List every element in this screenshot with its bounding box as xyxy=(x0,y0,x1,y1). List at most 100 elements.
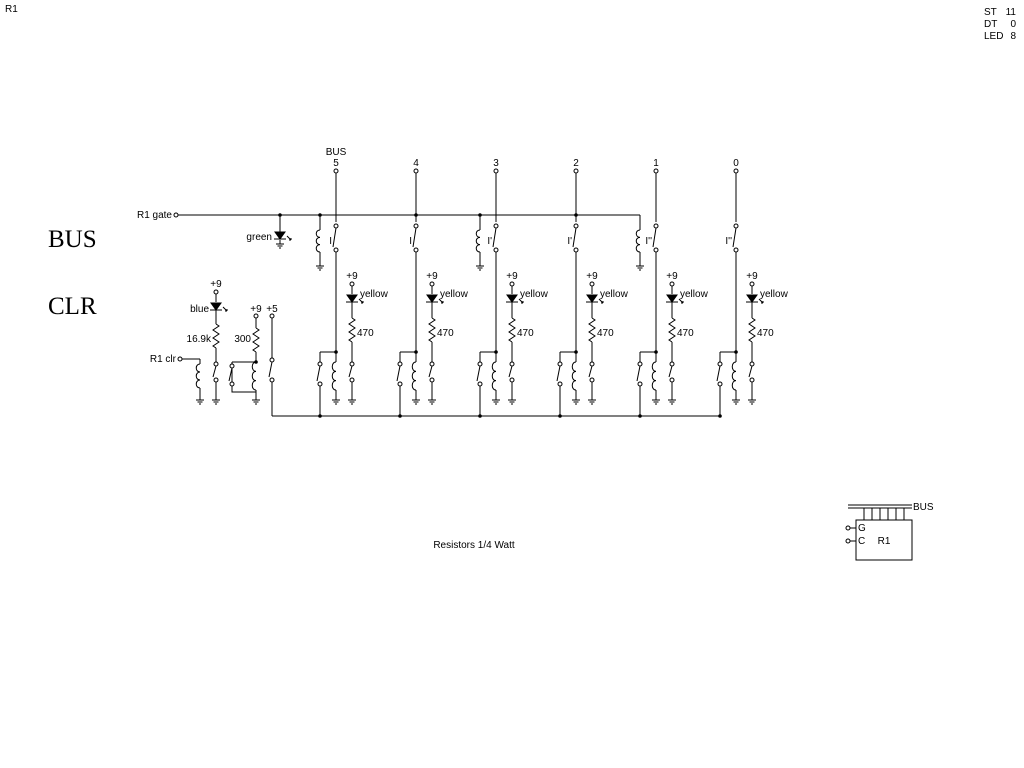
switch-terminal xyxy=(349,377,355,383)
ground-symbol xyxy=(316,262,324,271)
bit-3-supply: +9 xyxy=(506,271,518,282)
switch-blade xyxy=(268,361,273,378)
bit-supply-pin xyxy=(429,281,435,287)
r1-gate-label: R1 gate xyxy=(137,210,172,221)
switch-blade xyxy=(348,365,353,378)
led-light-arrow xyxy=(222,306,228,312)
switch-terminal xyxy=(317,361,323,367)
resistor-zigzag xyxy=(252,327,260,353)
switch-terminal xyxy=(413,247,419,253)
bit-2-led-label: yellow xyxy=(600,289,629,300)
r1-block-bus-label: BUS xyxy=(913,502,934,513)
ground-symbol xyxy=(332,396,340,405)
switch-terminal xyxy=(229,363,235,369)
switch-blade xyxy=(572,227,577,248)
switch-blade xyxy=(652,227,657,248)
bit-0-resistor-value: 470 xyxy=(757,328,774,339)
bit-4-bus-pin xyxy=(413,168,419,174)
bit-3-led xyxy=(506,294,518,303)
bit-1-resistor-value: 470 xyxy=(677,328,694,339)
switch-blade xyxy=(396,365,401,382)
resistor-zigzag xyxy=(588,317,596,343)
clr-relay-supply-pin xyxy=(253,313,259,319)
bit-5-resistor-value: 470 xyxy=(357,328,374,339)
bit-0-supply: +9 xyxy=(746,271,758,282)
switch-terminal xyxy=(669,377,675,383)
resistor-zigzag xyxy=(508,317,516,343)
bit-2-bus-pin xyxy=(573,168,579,174)
bit-4-led xyxy=(426,294,438,303)
switch-terminal xyxy=(229,381,235,387)
r1-block-pin-g[interactable] xyxy=(845,525,851,531)
ground-symbol xyxy=(492,396,500,405)
ground-symbol xyxy=(476,262,484,271)
clr-holding-loop xyxy=(231,361,256,393)
bit-supply-pin xyxy=(749,281,755,287)
clr-led-supply-pin xyxy=(213,289,219,295)
bit-4-led-label: yellow xyxy=(440,289,469,300)
switch-terminal xyxy=(477,361,483,367)
bit-1-supply: +9 xyxy=(666,271,678,282)
resistor-zigzag xyxy=(668,317,676,343)
switch-terminal xyxy=(269,377,275,383)
switch-terminal xyxy=(653,247,659,253)
r1-clr-input-pin[interactable] xyxy=(177,356,183,362)
ground-symbol xyxy=(668,396,676,405)
clr-led-label: blue xyxy=(190,304,209,315)
led-light-arrow xyxy=(758,298,764,304)
switch-terminal xyxy=(269,357,275,363)
ground-symbol xyxy=(508,396,516,405)
r1-gate-input-pin[interactable] xyxy=(173,212,179,218)
relay-label-2: I' xyxy=(567,236,572,247)
clr-relay-supply: +9 xyxy=(250,304,262,315)
switch-blade xyxy=(508,365,513,378)
junction-dot xyxy=(718,414,722,418)
ground-symbol xyxy=(196,396,204,405)
resistor-zigzag xyxy=(348,317,356,343)
wiring xyxy=(178,168,912,542)
ground-symbol xyxy=(212,396,220,405)
relay-coil xyxy=(571,361,577,391)
r1-block-pin-g-label: G xyxy=(858,523,866,534)
bit-3-bus-pin xyxy=(493,168,499,174)
bit-0-led-label: yellow xyxy=(760,289,789,300)
ground-symbol xyxy=(636,262,644,271)
bit-4-label: 4 xyxy=(413,158,419,169)
switch-terminal xyxy=(589,361,595,367)
bit-2-resistor-value: 470 xyxy=(597,328,614,339)
switch-terminal xyxy=(557,381,563,387)
switch-terminal xyxy=(429,361,435,367)
stats-panel: ST 11 DT 0 LED 8 xyxy=(984,7,1016,42)
switch-blade xyxy=(556,365,561,382)
relay-label-4: I xyxy=(409,236,412,247)
ground-symbol xyxy=(572,396,580,405)
junction-dot xyxy=(478,414,482,418)
switch-blade xyxy=(428,365,433,378)
bit-supply-pin xyxy=(349,281,355,287)
switch-terminal xyxy=(349,361,355,367)
relay-label-5: I xyxy=(329,236,332,247)
bit-2-label: 2 xyxy=(573,158,579,169)
bit-5-led xyxy=(346,294,358,303)
r1-block-pin-c[interactable] xyxy=(845,538,851,544)
bit-supply-pin xyxy=(589,281,595,287)
r1-block-pin-c-label: C xyxy=(858,536,865,547)
ground-symbol xyxy=(588,396,596,405)
bit-5-led-label: yellow xyxy=(360,289,389,300)
stat-dt-value: 0 xyxy=(1010,19,1016,30)
switch-terminal xyxy=(669,361,675,367)
switch-blade xyxy=(476,365,481,382)
switch-blade xyxy=(716,365,721,382)
led-light-arrow xyxy=(438,298,444,304)
stat-st-label: ST xyxy=(984,7,997,18)
bit-1-bus-pin xyxy=(653,168,659,174)
bit-2-supply: +9 xyxy=(586,271,598,282)
relay-coil xyxy=(491,361,497,391)
switch-blade xyxy=(588,365,593,378)
r1-block-body xyxy=(855,519,913,561)
clr-led-resistor-value: 16.9k xyxy=(187,334,212,345)
junction-dot xyxy=(398,414,402,418)
relay-coil xyxy=(651,361,657,391)
stat-led-label: LED xyxy=(984,31,1003,42)
